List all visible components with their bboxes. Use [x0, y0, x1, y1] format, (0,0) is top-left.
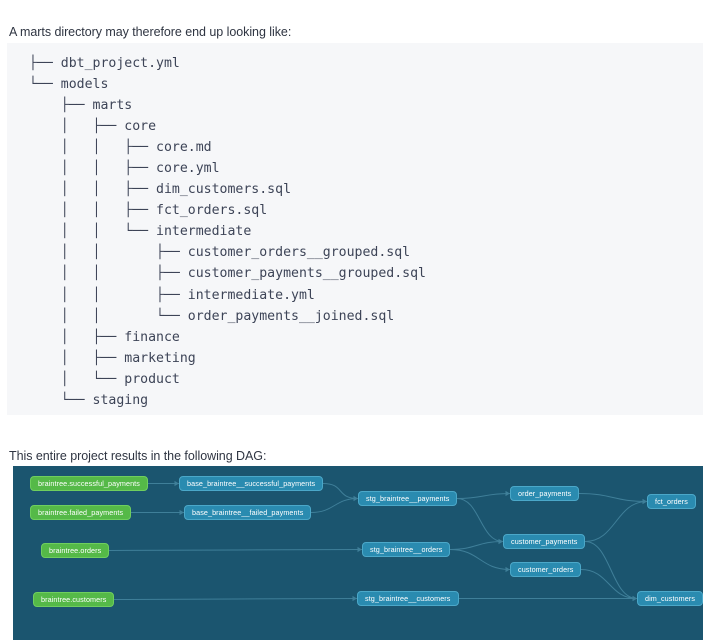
dag-edge-braintree-orders-to-stg-braintree-orders [108, 549, 363, 551]
dag-node-label: braintree.failed_payments [38, 507, 124, 517]
dag-node-label: customer_orders [518, 564, 574, 574]
dag-node-braintree-customers[interactable]: braintree.customers [33, 592, 115, 607]
dag-node-label: dim_customers [645, 593, 696, 603]
dag-node-label: customer_payments [511, 536, 578, 546]
dag-edge-stg-braintree-orders-to-customer-payments [449, 541, 504, 550]
dag-node-stg-braintree-orders[interactable]: stg_braintree__orders [362, 542, 451, 557]
dag-node-braintree-successful-payments[interactable]: braintree.successful_payments [30, 476, 148, 491]
dag-edge-customer-payments-to-fct-orders [584, 501, 648, 542]
dag-edge-arrowhead [505, 490, 510, 497]
dag-node-braintree-failed-payments[interactable]: braintree.failed_payments [30, 505, 132, 520]
dag-node-label: order_payments [518, 488, 572, 498]
dag-edge-arrowhead [357, 546, 362, 553]
dag-diagram-panel: braintree.successful_payments braintree.f… [13, 466, 703, 640]
dag-edge-arrowhead [179, 509, 184, 516]
dag-edge-base-braintree-successful-payments-to-stg-braintree-payments [322, 483, 359, 499]
dag-edge-braintree-customers-to-stg-braintree-customers [113, 598, 358, 600]
dag-edge-stg-braintree-payments-to-order-payments [456, 493, 511, 499]
dag-edge-arrowhead [505, 566, 510, 573]
dag-edge-arrowhead [353, 495, 358, 502]
dag-edge-arrowhead [352, 595, 357, 602]
dag-node-base-braintree-failed-payments[interactable]: base_braintree__failed_payments [184, 505, 312, 520]
dag-node-label: stg_braintree__payments [366, 493, 450, 503]
dag-node-label: base_braintree__successful_payments [187, 478, 316, 488]
dag-node-label: base_braintree__failed_payments [192, 507, 304, 517]
dag-node-base-braintree-successful-payments[interactable]: base_braintree__successful_payments [179, 476, 324, 491]
dag-edge-stg-braintree-payments-to-customer-payments [456, 498, 504, 542]
dag-node-label: braintree.customers [41, 594, 107, 604]
intro-paragraph: A marts directory may therefore end up l… [9, 24, 292, 39]
dag-edge-base-braintree-failed-payments-to-stg-braintree-payments [310, 498, 359, 513]
dag-node-label: braintree.successful_payments [38, 478, 140, 488]
dag-edge-arrowhead [174, 480, 179, 487]
dag-node-label: fct_orders [655, 496, 688, 506]
dag-node-label: stg_braintree__orders [370, 544, 443, 554]
dag-node-dim-customers[interactable]: dim_customers [637, 591, 703, 606]
dag-node-label: braintree.orders [49, 545, 102, 555]
dag-edge-stg-braintree-orders-to-customer-orders [449, 549, 511, 570]
dag-edge-arrowhead [642, 498, 647, 505]
dag-node-stg-braintree-customers[interactable]: stg_braintree__customers [357, 591, 459, 606]
dag-edge-arrowhead [498, 538, 503, 545]
dag-edge-order-payments-to-fct-orders [578, 493, 648, 502]
dag-node-fct-orders[interactable]: fct_orders [647, 494, 696, 509]
dag-node-customer-orders[interactable]: customer_orders [510, 562, 582, 577]
dag-node-label: stg_braintree__customers [365, 593, 451, 603]
dag-node-customer-payments[interactable]: customer_payments [503, 534, 586, 549]
dag-edge-customer-payments-to-dim-customers [584, 541, 638, 599]
dag-node-braintree-orders[interactable]: braintree.orders [41, 543, 110, 558]
directory-tree-listing: ├── dbt_project.yml └── models ├── marts… [29, 56, 426, 408]
dag-edge-arrowhead [632, 595, 637, 602]
directory-tree-code-block: ├── dbt_project.yml └── models ├── marts… [7, 43, 703, 415]
dag-edge-customer-orders-to-dim-customers [580, 569, 638, 599]
dag-paragraph: This entire project results in the follo… [9, 448, 267, 463]
dag-node-stg-braintree-payments[interactable]: stg_braintree__payments [358, 491, 458, 506]
dag-edges-layer [108, 480, 648, 602]
dag-node-order-payments[interactable]: order_payments [510, 486, 580, 501]
